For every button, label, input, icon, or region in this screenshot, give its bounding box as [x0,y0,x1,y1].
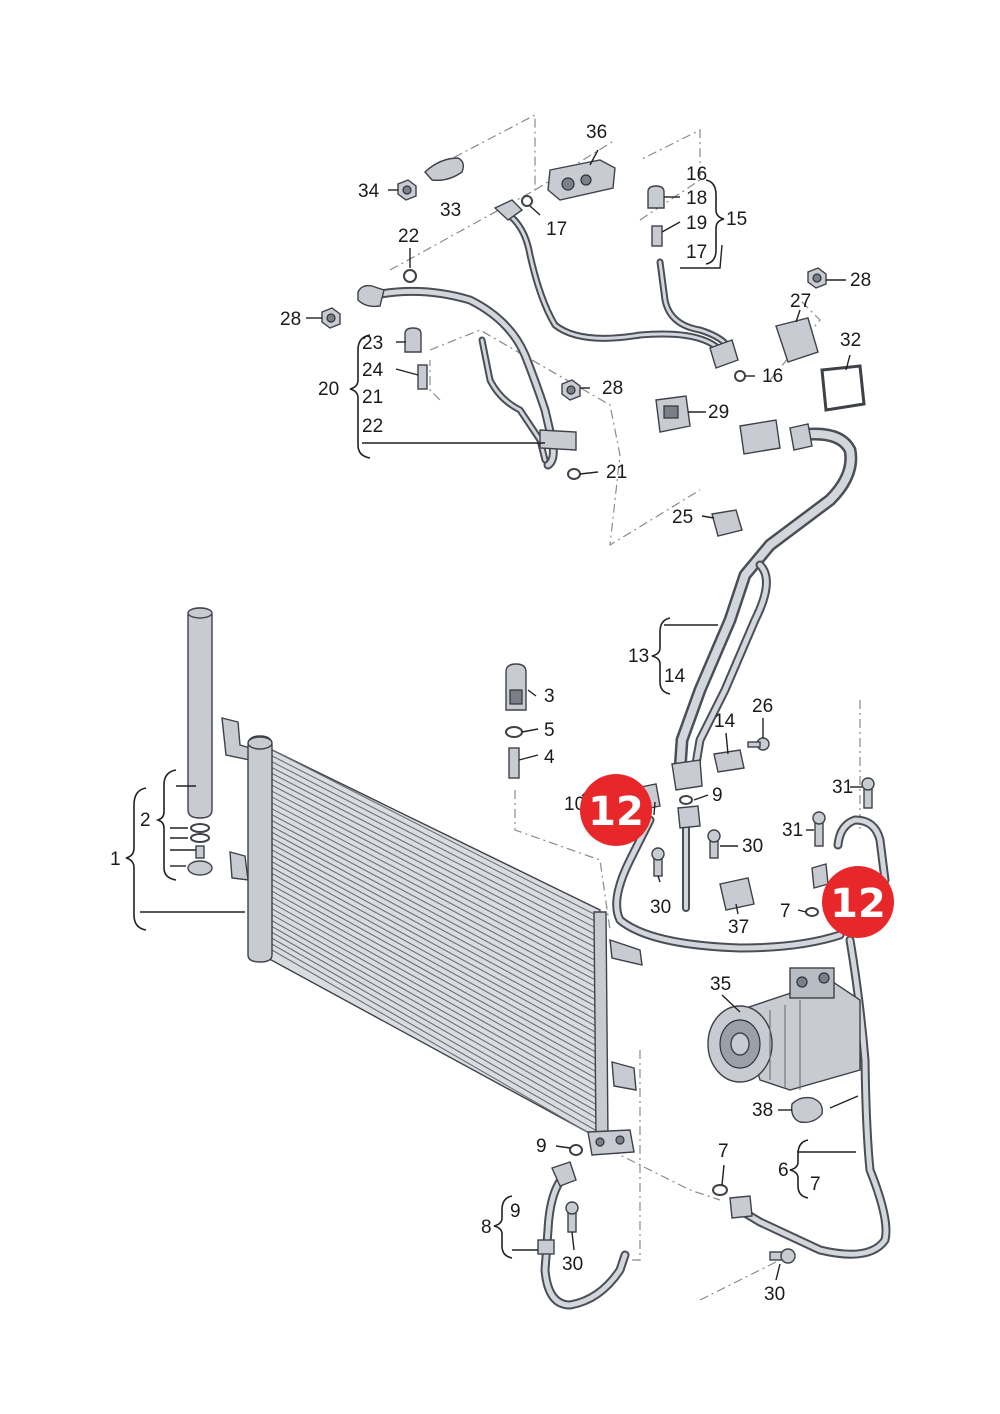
condenser-fin [271,861,597,1040]
label-10: 10 [564,794,585,815]
condenser-fin [271,825,597,1001]
condenser-fin [271,890,597,1073]
condenser-fin [271,937,597,1125]
compressor [707,967,861,1091]
condenser-fin [271,867,597,1047]
label-34: 34 [358,181,380,202]
label-30-b: 30 [742,836,763,857]
label-9-lower: 9 [536,1136,547,1157]
label-8: 8 [481,1217,492,1238]
label-32: 32 [840,330,861,351]
label-7-lower: 7 [718,1141,729,1162]
condenser-fin [271,755,597,923]
label-26: 26 [752,696,773,717]
badge-12-left-text: 12 [588,789,644,835]
condenser-fin [271,778,597,949]
label-16-right: 16 [762,366,783,387]
label-31-b: 31 [782,820,803,841]
condenser-fin [271,920,597,1105]
badge-12-left: 12 [580,774,652,846]
condenser-fin [271,784,597,955]
condenser-fin [271,925,597,1112]
label-4: 4 [544,747,555,768]
label-19: 19 [686,213,707,234]
condenser-fin [271,814,597,988]
label-28-middle: 28 [602,378,623,399]
label-14-bracket: 14 [714,711,736,732]
label-14-brace: 14 [664,666,686,687]
label-21-lower: 21 [606,462,627,483]
label-13: 13 [628,646,649,667]
condenser-fin [271,831,597,1007]
label-24: 24 [362,360,384,381]
label-18: 18 [686,188,707,209]
condenser-fin [271,843,597,1020]
condenser-fin [271,790,597,962]
condenser-fin [271,931,597,1118]
label-36: 36 [586,122,607,143]
label-27: 27 [790,291,811,312]
condenser [187,607,643,1156]
label-1: 1 [110,849,121,870]
badge-12-right-text: 12 [830,881,886,927]
label-15: 15 [726,209,747,230]
label-37: 37 [728,917,749,938]
label-33: 33 [440,200,461,221]
condenser-fin [271,914,597,1099]
condenser-fin [271,908,597,1092]
leader-lines [140,149,862,1281]
label-20: 20 [318,379,339,400]
condenser-fin [271,884,597,1066]
condenser-fin [271,837,597,1014]
label-9-brace: 9 [510,1201,521,1222]
label-16-top: 16 [686,164,707,185]
condenser-fin [271,808,597,981]
label-7-brace: 7 [810,1174,821,1195]
label-2: 2 [140,810,151,831]
label-28-left: 28 [280,309,301,330]
label-7-upper: 7 [780,901,791,922]
upper-pipe-group [365,208,858,777]
label-17-brace: 17 [686,242,707,263]
condenser-fin [271,902,597,1086]
label-30-d: 30 [764,1284,785,1305]
condenser-fin [271,761,597,929]
condenser-fin [271,773,597,942]
label-38: 38 [752,1100,773,1121]
label-31-a: 31 [832,777,853,798]
center-lines [389,114,861,1301]
braces [125,179,809,1259]
label-22-top: 22 [398,226,419,247]
label-22-brace: 22 [362,416,383,437]
label-3: 3 [544,686,555,707]
condenser-fin [271,949,597,1138]
condenser-fin [271,802,597,975]
badge-12-right: 12 [822,866,894,938]
label-23: 23 [362,333,383,354]
label-17-left: 17 [546,219,567,240]
condenser-fin [271,820,597,994]
condenser-fin [271,767,597,936]
label-28-right: 28 [850,270,871,291]
condenser-fin [271,873,597,1053]
condenser-fin [271,855,597,1034]
label-35: 35 [710,974,731,995]
label-5: 5 [544,720,555,741]
label-29: 29 [708,402,729,423]
label-30-a: 30 [650,897,671,918]
condenser-fin [271,796,597,968]
condenser-fin [271,896,597,1079]
condenser-fin [271,749,597,916]
condenser-fin [271,943,597,1131]
label-6: 6 [778,1160,789,1181]
label-25: 25 [672,507,693,528]
label-9-upper: 9 [712,785,723,806]
label-30-c: 30 [562,1254,583,1275]
condenser-fin [271,849,597,1027]
condenser-fin [271,878,597,1060]
label-21-brace: 21 [362,387,383,408]
callout-labels: 1 2 3 5 4 6 7 7 7 8 9 9 9 10 13 14 14 15… [110,122,871,1305]
